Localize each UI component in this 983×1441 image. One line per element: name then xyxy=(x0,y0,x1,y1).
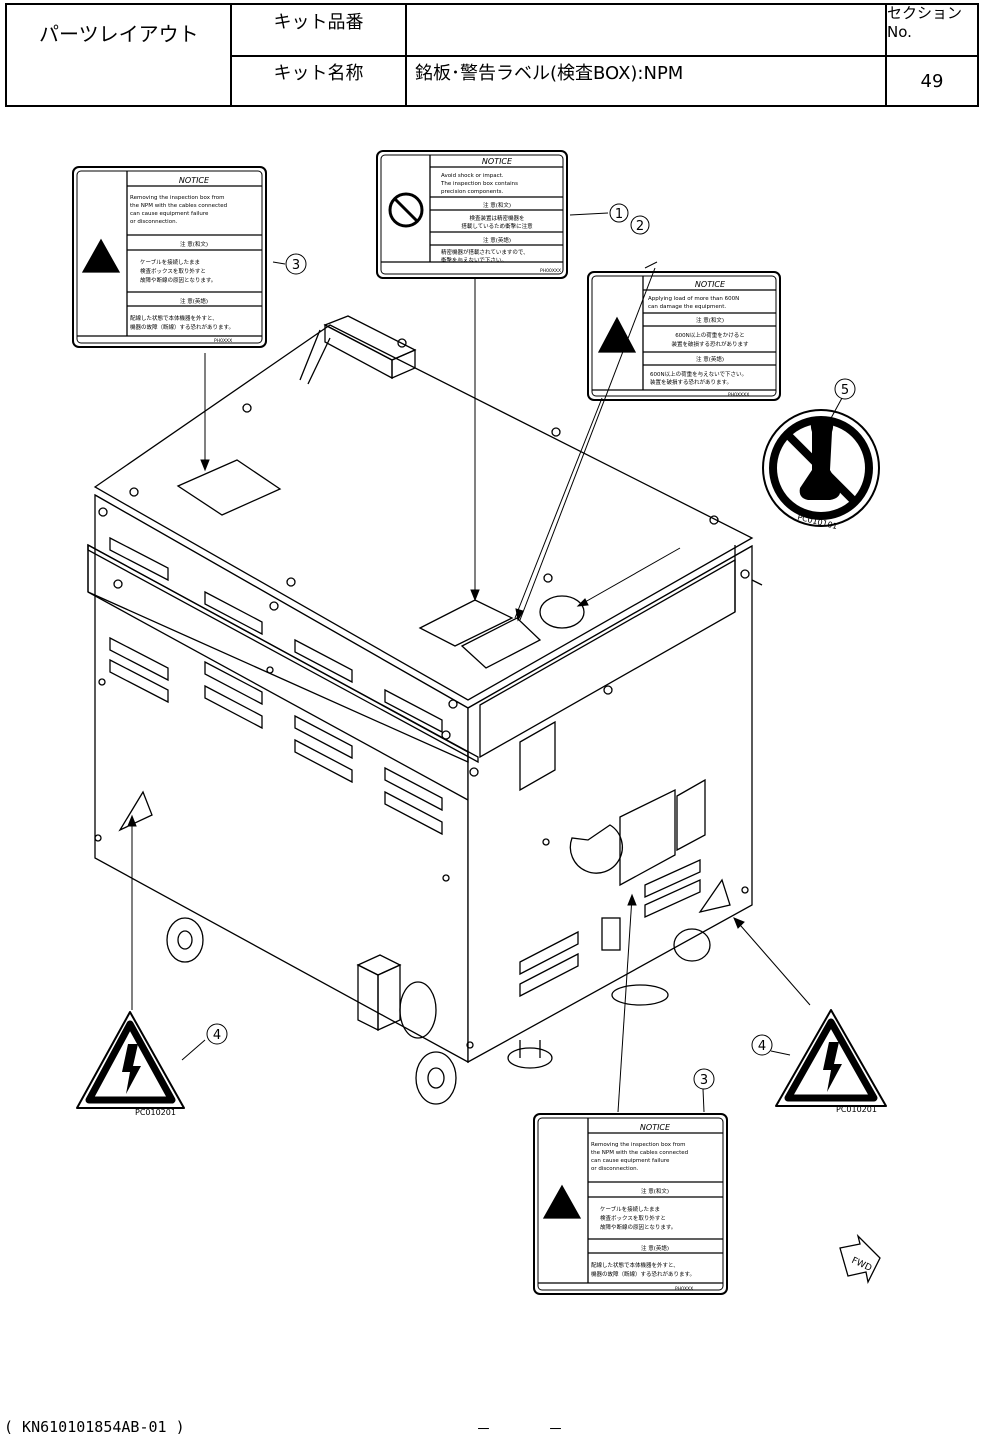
section-label: セクションNo. xyxy=(887,3,963,41)
casters xyxy=(166,917,711,1105)
label-2-jp-head: 注 意(英語) xyxy=(696,355,724,363)
label-3-en-line: the NPM with the cables connected xyxy=(591,1150,688,1156)
callout-3: 3 xyxy=(292,258,300,273)
label-3-en-line: or disconnection. xyxy=(591,1166,639,1172)
label-3-en-line: can cause equipment failure xyxy=(130,211,209,217)
label-3-jp-line: 故障や断線の原因となります。 xyxy=(600,1223,676,1231)
callout-5: 5 xyxy=(841,383,849,398)
label-3-notice-top xyxy=(72,166,267,348)
fwd-arrow-icon xyxy=(839,1233,881,1284)
label-3-title: NOTICE xyxy=(179,176,210,185)
kit-name-value: 銘板･警告ラベル(検査BOX):NPM xyxy=(415,63,684,84)
label-1-en-line: precision components. xyxy=(441,189,504,195)
label-5-no-step xyxy=(762,409,880,527)
label-1-jp-head: 注 意(英語) xyxy=(483,236,511,244)
label-2-jp-line: 600N以上の荷重をかけると xyxy=(675,331,745,339)
label-3-en-line: can cause equipment failure xyxy=(591,1158,670,1164)
label-1-en-line: The inspection box contains xyxy=(440,181,518,187)
page-dash: － xyxy=(476,1420,492,1438)
label-4-electric-hazard-right xyxy=(775,1009,887,1107)
layout-title: パーツレイアウト xyxy=(39,21,199,46)
label-3-jp-line: ケーブルを接続したまま xyxy=(140,258,200,266)
label-2-code: PH0XXXX xyxy=(728,392,749,398)
label-area-1 xyxy=(418,599,514,647)
label-3-en-line: or disconnection. xyxy=(130,219,178,225)
label-1-notice xyxy=(376,150,568,279)
kit-name-label: キット名称 xyxy=(273,63,364,84)
label-3-jp-head: 注 意(和文) xyxy=(180,240,208,248)
label-2-en-line: Applying load of more than 600N xyxy=(648,296,739,302)
label-1-jp-line: 精密機器が搭載されていますので、 xyxy=(441,248,529,256)
section-number: 49 xyxy=(920,70,944,92)
label-3-jp-line: 検査ボックスを取り外すと xyxy=(600,1214,666,1222)
parts-layout-drawing: 1 2 3 3 4 4 5 NOTICE Avoid shock or impa… xyxy=(72,150,887,1295)
label-3-jp-line: 機器の故障（断線）する恐れがあります。 xyxy=(591,1270,695,1278)
label-3-code: PH0XXX xyxy=(675,1286,693,1292)
label-3-en-line: the NPM with the cables connected xyxy=(130,203,227,209)
label-3-jp-line: 機器の故障（断線）する恐れがあります。 xyxy=(130,323,234,331)
label-1-jp-line: 検査装置は精密機器を xyxy=(469,214,524,222)
label-3-title: NOTICE xyxy=(640,1123,671,1132)
label-3-jp-head: 注 意(英語) xyxy=(180,297,208,305)
label-2-en-line: can damage the equipment. xyxy=(648,304,726,310)
document-code: ( KN610101854AB-01 ) xyxy=(4,1418,185,1436)
callout-4: 4 xyxy=(213,1028,221,1043)
vent-slots xyxy=(109,536,701,998)
label-2-jp-line: 装置を破損する恐れがあります。 xyxy=(650,378,732,386)
label-3-jp-line: ケーブルを接続したまま xyxy=(600,1205,660,1213)
label-3-jp-line: 配線した状態で本体機器を外すと、 xyxy=(130,314,218,322)
callout-balloons xyxy=(206,203,856,1090)
label-1-title: NOTICE xyxy=(482,157,513,166)
label-3-jp-line: 故障や断線の原因となります。 xyxy=(140,276,216,284)
label-1-code: PH00XXX xyxy=(540,268,561,274)
title-block: パーツレイアウト キット品番 キット名称 銘板･警告ラベル(検査BOX):NPM… xyxy=(5,3,979,107)
label-1-en-line: Avoid shock or impact. xyxy=(441,173,504,179)
label-2-jp-head: 注 意(和文) xyxy=(696,316,724,324)
label-3-jp-line: 配線した状態で本体機器を外すと、 xyxy=(591,1261,679,1269)
callout-1: 1 xyxy=(615,207,623,222)
label-2-jp-line: 600N以上の荷重を与えないで下さい。 xyxy=(650,370,747,378)
label-3-code: PH0XXX xyxy=(214,338,232,344)
label-4-code: PC010201 xyxy=(135,1108,176,1117)
label-1-jp-line: 搭載しているため衝撃に注意 xyxy=(461,222,533,230)
label-2-jp-line: 装置を破損する恐れがあります xyxy=(671,340,749,348)
label-2-notice xyxy=(587,271,781,401)
label-4-code: PC010201 xyxy=(836,1105,877,1114)
leader-lines xyxy=(127,212,843,1113)
label-area-2 xyxy=(460,617,542,669)
label-3-jp-line: 検査ボックスを取り外すと xyxy=(140,267,206,275)
label-1-jp-head: 注 意(和文) xyxy=(483,201,511,209)
fwd-label: FWD xyxy=(850,1256,873,1274)
inspection-box xyxy=(87,315,763,1105)
label-1-jp-line: 衝撃を与えないで下さい。 xyxy=(441,256,507,264)
label-area-3-top xyxy=(176,459,282,516)
bolts xyxy=(94,338,750,1049)
label-area-5 xyxy=(539,595,585,629)
callout-3: 3 xyxy=(700,1073,708,1088)
title-divider xyxy=(230,55,977,57)
page-dash: － xyxy=(548,1420,564,1438)
callout-4: 4 xyxy=(758,1039,766,1054)
label-4-electric-hazard-left xyxy=(76,1011,185,1109)
label-3-notice-bottom xyxy=(533,1113,728,1295)
label-3-en-line: Removing the inspection box from xyxy=(130,195,225,201)
kit-number-label: キット品番 xyxy=(273,12,364,33)
callout-2: 2 xyxy=(636,219,644,234)
label-2-title: NOTICE xyxy=(695,280,726,289)
label-3-jp-head: 注 意(英語) xyxy=(641,1244,669,1252)
label-3-en-line: Removing the inspection box from xyxy=(591,1142,686,1148)
label-3-jp-head: 注 意(和文) xyxy=(641,1187,669,1195)
